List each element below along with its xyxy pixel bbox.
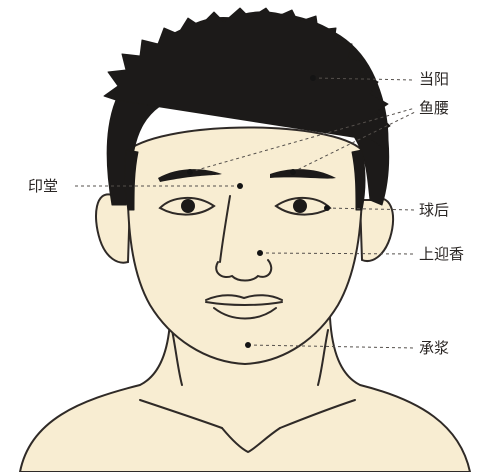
- label-chengjiang: 承浆: [419, 339, 449, 357]
- eye-left-iris: [181, 199, 195, 213]
- label-qiuhou: 球后: [419, 201, 449, 219]
- point-qiuhou: [324, 205, 330, 211]
- label-dangyang: 当阳: [419, 70, 449, 88]
- label-shangyingxiang: 上迎香: [419, 245, 464, 263]
- label-yuyao: 鱼腰: [419, 99, 449, 117]
- point-dangyang: [310, 75, 316, 81]
- point-yintang: [237, 183, 243, 189]
- ear-right: [360, 198, 393, 261]
- point-chengjiang: [245, 342, 251, 348]
- point-yuyao-left: [187, 169, 193, 175]
- label-yintang: 印堂: [28, 177, 58, 195]
- point-yuyao-right: [290, 169, 296, 175]
- eye-right-iris: [293, 199, 307, 213]
- point-shangyingxiang: [257, 250, 263, 256]
